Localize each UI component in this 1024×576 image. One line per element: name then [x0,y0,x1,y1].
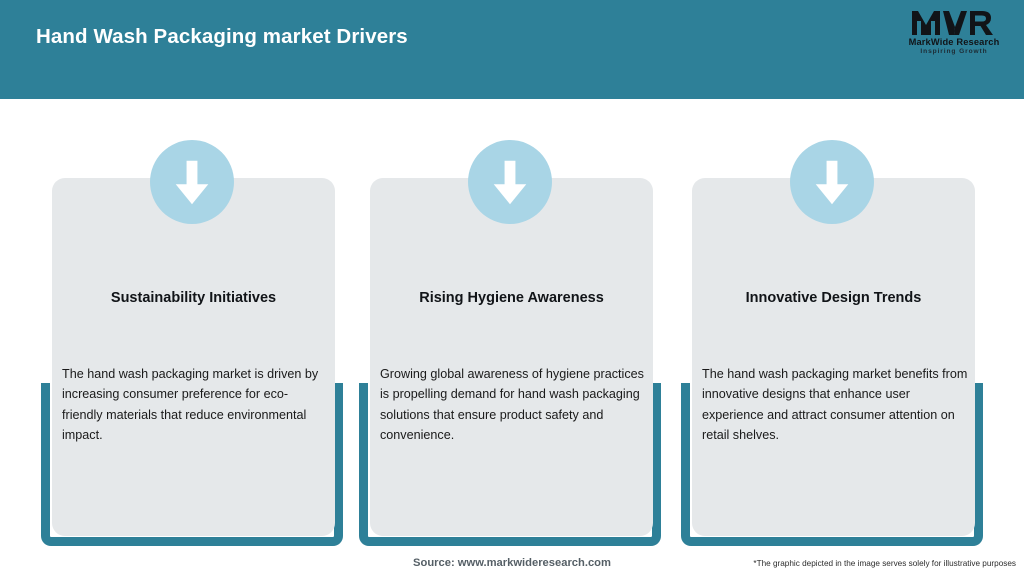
driver-column-2: Rising Hygiene Awareness Growing global … [359,140,661,546]
driver-column-3: Innovative Design Trends The hand wash p… [681,140,983,546]
driver-card-1[interactable]: Sustainability Initiatives The hand wash… [52,178,335,536]
driver-card-title: Rising Hygiene Awareness [419,290,604,306]
logo-tagline: Inspiring Growth [920,48,988,56]
driver-card-3[interactable]: Innovative Design Trends The hand wash p… [692,178,975,536]
header-bar: Hand Wash Packaging market Drivers MarkW… [0,0,1024,99]
arrow-down-icon [468,140,552,224]
driver-card-title: Sustainability Initiatives [110,290,277,306]
mwr-logo-icon [911,8,997,37]
disclaimer-label: *The graphic depicted in the image serve… [753,559,1016,568]
driver-card-body: The hand wash packaging market benefits … [702,367,968,443]
bracket-frame [41,383,343,546]
driver-card-title: Innovative Design Trends [745,290,922,306]
page-title: Hand Wash Packaging market Drivers [36,25,408,48]
driver-card-2[interactable]: Rising Hygiene Awareness Growing global … [370,178,653,536]
arrow-down-icon [150,140,234,224]
brand-logo: MarkWide Research Inspiring Growth [902,8,1006,62]
source-label: Source: www.markwideresearch.com [413,557,611,569]
driver-card-body: Growing global awareness of hygiene prac… [380,367,644,443]
driver-column-1: Sustainability Initiatives The hand wash… [41,140,343,546]
arrow-down-icon [790,140,874,224]
bracket-frame [359,383,661,546]
driver-card-body: The hand wash packaging market is driven… [62,367,319,443]
logo-company-name: MarkWide Research [908,37,1000,47]
bracket-frame [681,383,983,546]
